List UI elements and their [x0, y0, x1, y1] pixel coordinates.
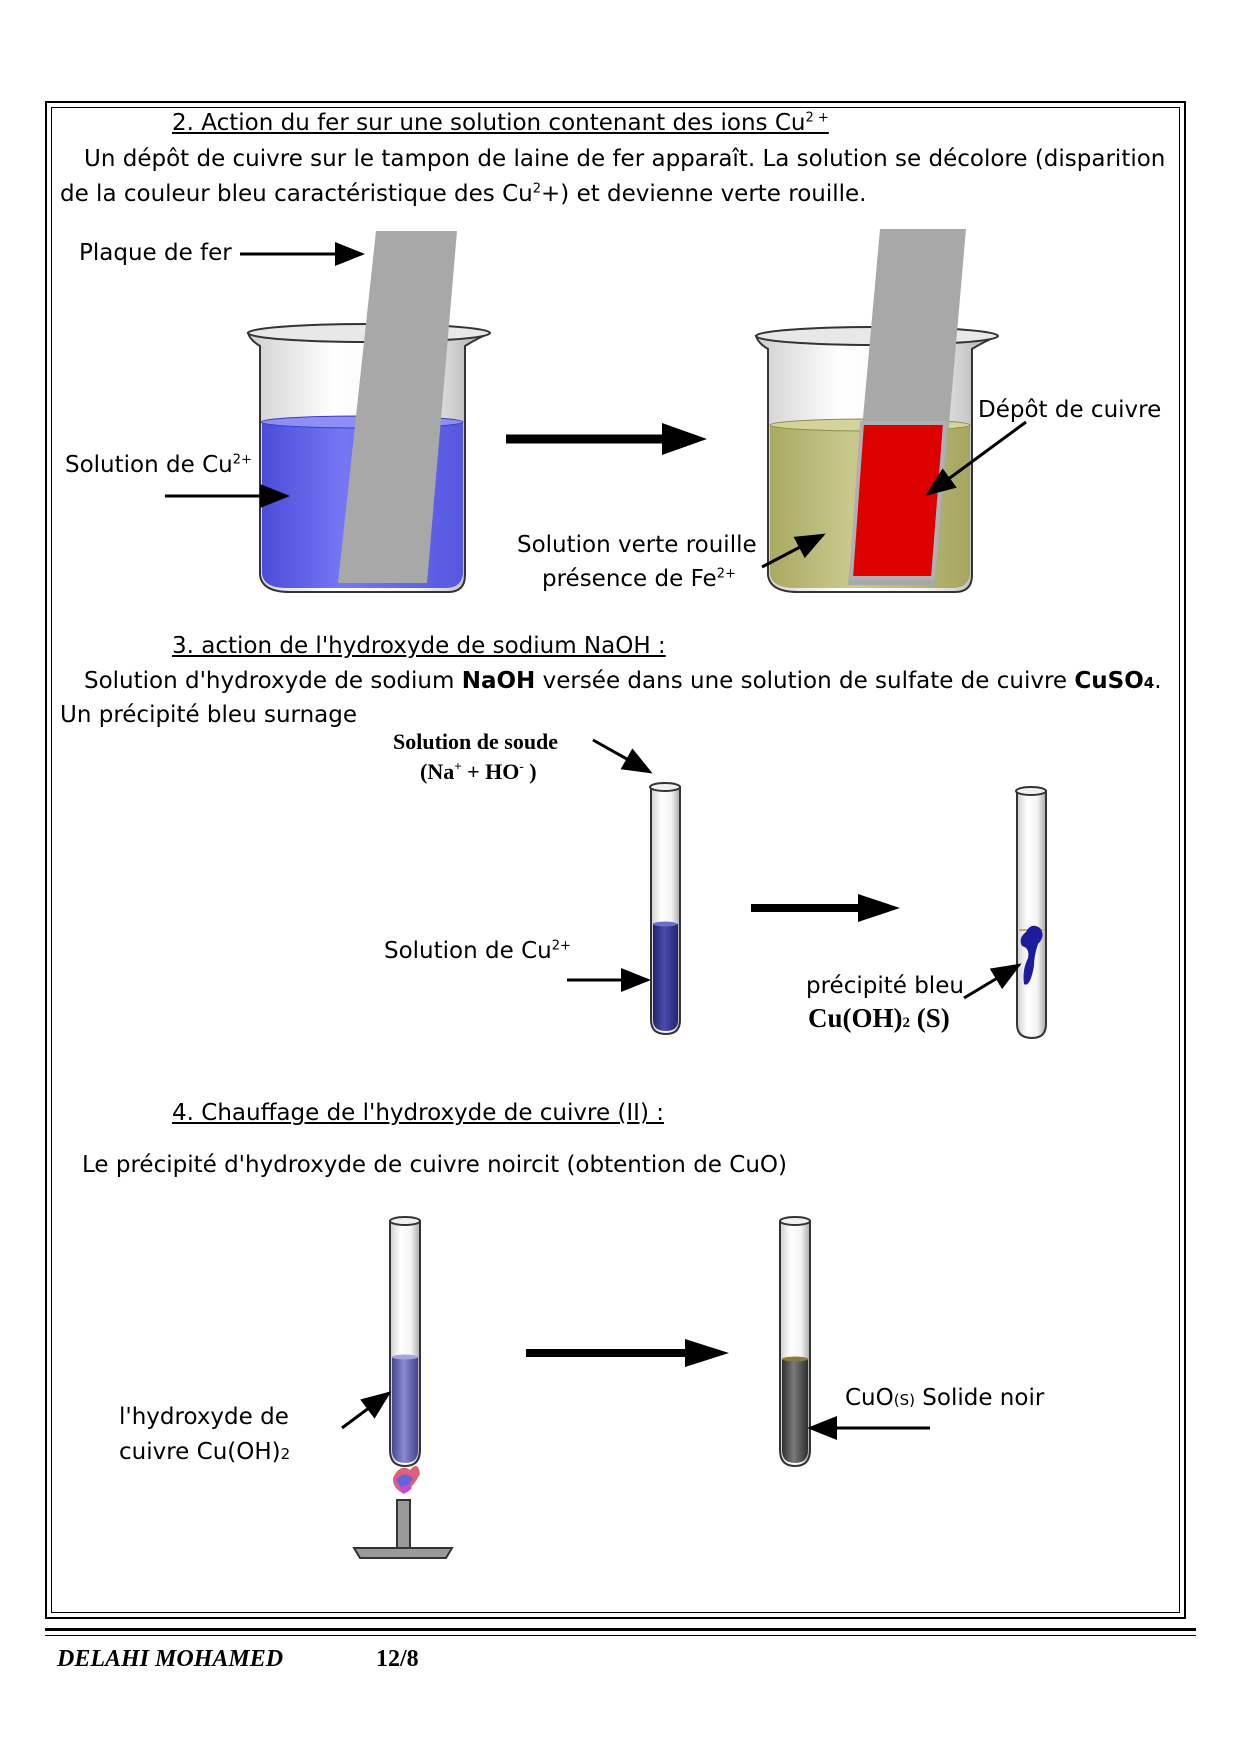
iron-plate-1 [338, 231, 457, 583]
page-frame-inner [51, 107, 1180, 1613]
footer-rule-thick [45, 1628, 1196, 1631]
section3-title: 3. action de l'hydroxyde de sodium NaOH … [172, 633, 666, 659]
label-cuo-solide-noir: CuO(S) Solide noir [845, 1385, 1045, 1411]
label-precipite-bleu: précipité bleu [806, 973, 964, 999]
section2-line1: Un dépôt de cuivre sur le tampon de lain… [84, 146, 1166, 172]
label-presence-fe: présence de Fe2+ [542, 566, 736, 592]
label-cu-oh-2: Cu(OH)2 (S) [808, 1003, 950, 1033]
label-hydroxyde-2: cuivre Cu(OH)2 [119, 1439, 291, 1465]
label-depot-cuivre: Dépôt de cuivre [978, 397, 1162, 423]
label-solution-soude: Solution de soude [393, 729, 559, 754]
label-solution-cu-beaker: Solution de Cu2+ [65, 452, 252, 478]
test-tube-black [779, 1216, 811, 1468]
test-tube-heated [389, 1216, 421, 1468]
footer-page-number: 12/8 [376, 1646, 419, 1672]
test-tube-precipitate [1015, 786, 1047, 1040]
section3-line2: Un précipité bleu surnage [60, 702, 357, 728]
label-hydroxyde-1: l'hydroxyde de [119, 1404, 289, 1430]
section2-line2: de la couleur bleu caractéristique des C… [60, 181, 867, 207]
test-tube-blue [649, 782, 681, 1036]
label-solution-cu-tube: Solution de Cu2+ [384, 938, 571, 964]
label-solution-verte: Solution verte rouille [517, 532, 757, 558]
bunsen-burner [352, 1465, 454, 1559]
section3-line1: Solution d'hydroxyde de sodium NaOH vers… [84, 668, 1162, 694]
label-plaque-de-fer: Plaque de fer [79, 240, 232, 266]
label-soude-formula: (Na+ + HO- ) [420, 758, 537, 784]
footer-rule-thin [45, 1635, 1196, 1636]
copper-deposit [848, 421, 948, 580]
page-frame-outer [45, 101, 1186, 1619]
footer-author: DELAHI MOHAMED [57, 1646, 284, 1672]
section2-title: 2. Action du fer sur une solution conten… [172, 110, 829, 136]
section4-title: 4. Chauffage de l'hydroxyde de cuivre (I… [172, 1100, 664, 1126]
section4-line1: Le précipité d'hydroxyde de cuivre noirc… [82, 1152, 787, 1178]
